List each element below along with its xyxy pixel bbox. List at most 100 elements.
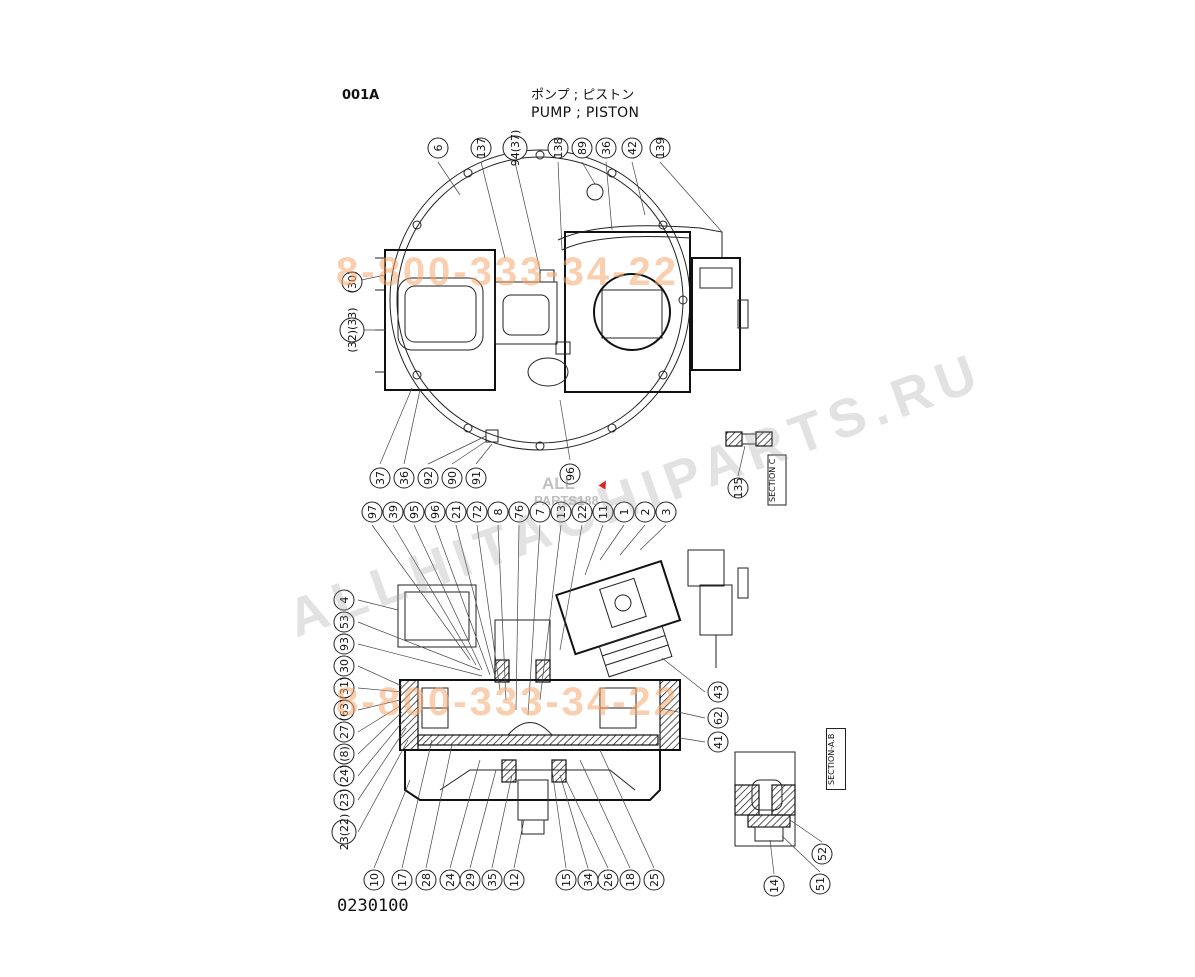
part-number: 30	[338, 659, 351, 673]
section-ab-label: SECTION-A.B	[826, 728, 846, 790]
part-callout-top_header_row-4: 89	[571, 137, 593, 159]
part-callout-bottom_right-1: 62	[707, 707, 729, 729]
part-callout-bottom_left-10: 23(22)	[331, 814, 357, 851]
part-callout-bottom_left-3: 30	[333, 655, 355, 677]
part-callout-top_bottom-5: 96	[559, 463, 581, 485]
part-callout-top_bottom-4: 91	[465, 467, 487, 489]
part-number: 6	[432, 145, 445, 152]
part-callout-bottom_base-10: 18	[619, 869, 641, 891]
part-callout-top_header_row-3: 138	[547, 137, 569, 159]
part-number: 62	[712, 711, 725, 725]
part-number: 14	[768, 879, 781, 893]
part-callout-bottom_left-1: 53	[333, 611, 355, 633]
part-number: 92	[422, 471, 435, 485]
part-callout-bottom_top_row-0: 97	[361, 501, 383, 523]
part-number: 43	[712, 685, 725, 699]
part-number: (32)(33)	[346, 307, 359, 352]
part-number: 95	[408, 505, 421, 519]
flange-bolts	[412, 150, 688, 451]
part-callout-bottom_top_row-14: 3	[655, 501, 677, 523]
part-callout-top_header_row-0: 6	[427, 137, 449, 159]
part-callout-bottom_top_row-10: 22	[571, 501, 593, 523]
part-number: 23(22)	[338, 814, 351, 851]
part-number: 26	[602, 873, 615, 887]
part-number: 91	[470, 471, 483, 485]
part-callout-section_ab-2: 14	[763, 875, 785, 897]
part-callout-section_ab-1: 51	[809, 873, 831, 895]
part-number: (23)	[338, 789, 351, 812]
part-number: 36	[398, 471, 411, 485]
title-japanese: ポンプ ; ピストン	[531, 88, 635, 103]
part-callout-top_header_row-5: 36	[595, 137, 617, 159]
part-number: 41	[712, 735, 725, 749]
part-callout-bottom_right-0: 43	[707, 681, 729, 703]
leader-lines	[351, 161, 823, 875]
part-number: 13	[555, 505, 568, 519]
part-callout-bottom_base-8: 34	[577, 869, 599, 891]
part-callout-top_header_row-7: 139	[649, 137, 671, 159]
part-callout-bottom_top_row-12: 1	[613, 501, 635, 523]
part-callout-top_header_row-1: 137	[470, 137, 492, 159]
part-number: 42	[626, 141, 639, 155]
title-english: PUMP ; PISTON	[531, 105, 640, 121]
part-number: 11	[597, 505, 610, 519]
drawing-number: 0230100	[337, 896, 409, 916]
part-number: 28	[420, 873, 433, 887]
part-number: 35	[486, 873, 499, 887]
part-callout-bottom_base-6: 12	[503, 869, 525, 891]
bottom-section-view	[397, 549, 749, 835]
upper-left-block	[397, 584, 477, 648]
pilot-pipe	[557, 225, 723, 258]
part-callout-bottom_top_row-5: 72	[466, 501, 488, 523]
part-callout-top_bottom-3: 90	[441, 467, 463, 489]
part-number: 25	[648, 873, 661, 887]
part-number: 37	[374, 471, 387, 485]
part-number: 3	[660, 509, 673, 516]
section-c-detail	[725, 431, 787, 506]
part-callout-bottom_base-4: 29	[459, 869, 481, 891]
part-number: 4	[338, 597, 351, 604]
part-number: 15	[560, 873, 573, 887]
part-number: 2	[639, 509, 652, 516]
part-callout-bottom_top_row-4: 21	[445, 501, 467, 523]
part-callout-top_left-0: (30)	[341, 271, 363, 293]
part-number: 39	[387, 505, 400, 519]
part-number: 36	[600, 141, 613, 155]
part-callout-bottom_base-1: 17	[391, 869, 413, 891]
part-callout-section_ab-0: 52	[811, 843, 833, 865]
part-number: (8)	[338, 746, 351, 762]
part-number: 76	[513, 505, 526, 519]
part-number: 94(37)	[509, 130, 522, 167]
part-callout-bottom_base-11: 25	[643, 869, 665, 891]
part-number: 17	[396, 873, 409, 887]
part-callout-bottom_left-9: (23)	[333, 789, 355, 812]
part-number: 29	[464, 873, 477, 887]
part-number: (63)	[338, 699, 351, 722]
part-callout-bottom_top_row-2: 95	[403, 501, 425, 523]
angled-pump-unit	[555, 559, 682, 678]
part-number: 96	[564, 467, 577, 481]
part-number: 137	[475, 138, 488, 159]
part-number: 51	[814, 877, 827, 891]
part-callout-bottom_left-8: (24)	[333, 765, 355, 787]
part-callout-bottom_left-2: 93	[333, 633, 355, 655]
part-number: 18	[624, 873, 637, 887]
part-callout-bottom_base-5: 35	[481, 869, 503, 891]
part-number: 52	[816, 847, 829, 861]
part-callout-bottom_left-4: (31)	[333, 677, 355, 699]
regulator-block	[691, 257, 741, 371]
part-number: 1	[618, 509, 631, 516]
part-number: 135	[732, 478, 745, 499]
part-callout-bottom_top_row-13: 2	[634, 501, 656, 523]
part-callout-bottom_base-2: 28	[415, 869, 437, 891]
part-callout-bottom_top_row-7: 76	[508, 501, 530, 523]
lifting-eye	[586, 183, 604, 201]
part-callout-bottom_base-7: 15	[555, 869, 577, 891]
part-callout-bottom_base-0: 10	[363, 869, 385, 891]
part-number: 139	[654, 138, 667, 159]
part-number: 34	[582, 873, 595, 887]
part-number: 12	[508, 873, 521, 887]
part-callout-bottom_top_row-11: 11	[592, 501, 614, 523]
middle-port-block	[494, 281, 558, 345]
